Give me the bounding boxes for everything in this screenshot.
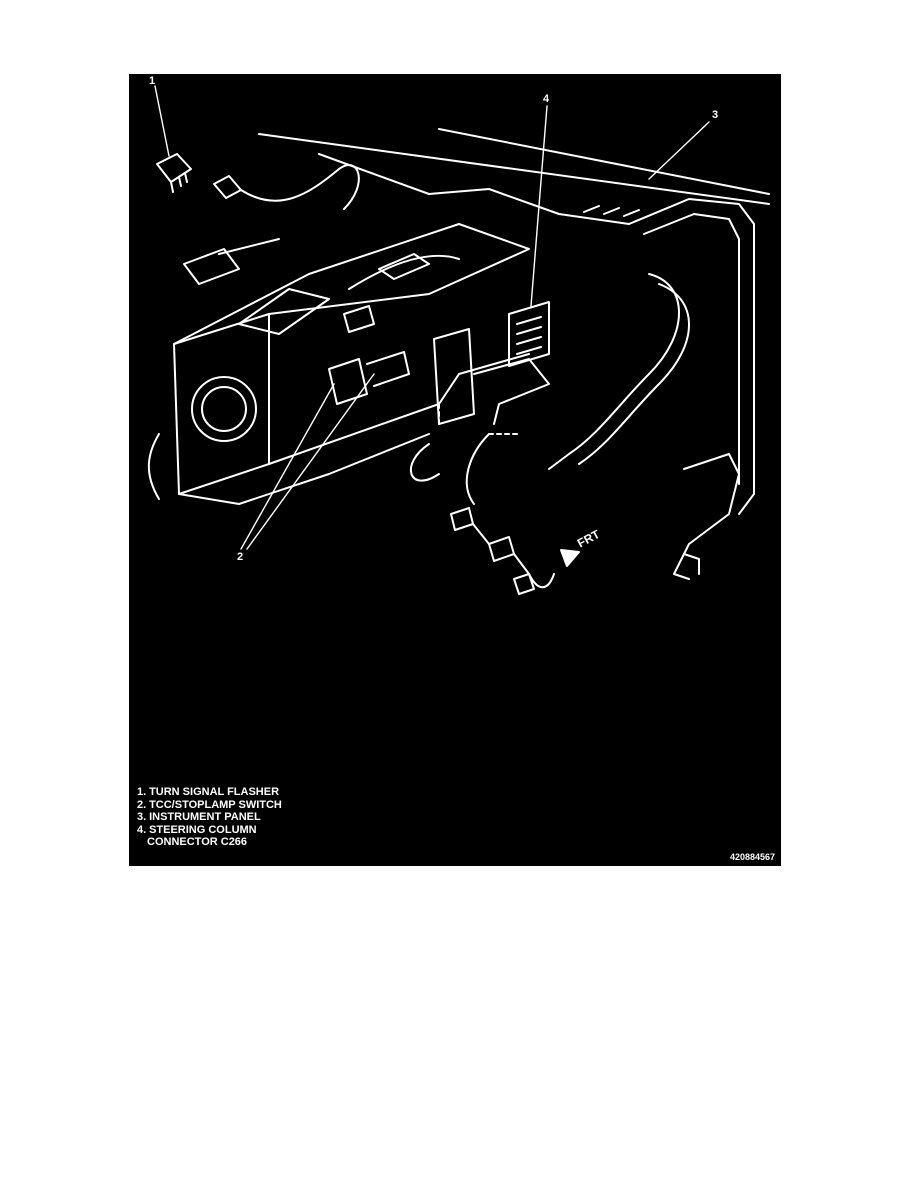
instrument-panel-right-end-inner (643, 213, 740, 485)
flasher-connector (213, 175, 242, 199)
instrument-panel-ridge (318, 153, 630, 225)
tcc-stoplamp-switch (328, 358, 368, 405)
instrument-panel-top-edge-2 (438, 128, 770, 195)
callout-1-label: 1 (149, 75, 156, 87)
lower-harness (465, 433, 490, 505)
callout-4-label: 4 (543, 93, 550, 105)
turn-signal-flasher-pins (170, 172, 188, 193)
legend-item-1: 1. TURN SIGNAL FLASHER (137, 786, 280, 798)
lower-harness-2 (410, 443, 440, 482)
steering-column-opening (238, 288, 330, 335)
callout-2-leader-b (246, 373, 375, 550)
dashed-ground-lead (438, 403, 520, 435)
steering-column-bore-inner (201, 386, 247, 432)
instrument-panel-right-bracket (673, 453, 740, 580)
steering-column-top (173, 223, 530, 345)
legend: 1. TURN SIGNAL FLASHER 2. TCC/STOPLAMP S… (137, 786, 282, 849)
flasher-harness (240, 164, 360, 210)
lower-pigtail (472, 523, 555, 589)
steering-column-lower (178, 433, 430, 505)
steering-column-bore (191, 376, 257, 442)
frt-arrow-icon (560, 549, 580, 567)
callout-3-label: 3 (712, 109, 719, 121)
figure-id: 420884567 (729, 852, 775, 862)
instrument-panel-line-art (147, 85, 770, 595)
instrument-panel-right-tab (683, 553, 700, 575)
tcc-switch-bracket (366, 351, 410, 387)
lower-pigtail-plug (513, 573, 535, 595)
callout-2-leader (240, 383, 335, 550)
steering-column-shaft-line (218, 238, 280, 255)
connector-pins-1 (516, 316, 542, 355)
callout-4-leader (530, 105, 548, 307)
left-lower-harness (147, 433, 160, 500)
lower-connector-1 (450, 507, 474, 531)
connector-mount-bracket (473, 358, 550, 425)
tcc-switch-connector (343, 305, 375, 333)
callout-2-label: 2 (237, 551, 244, 563)
instrument-panel-top-edge (258, 133, 770, 205)
diagram-figure: 1 2 3 4 FRT 1. TURN SIGNAL FLASHER 2. TC… (129, 74, 781, 866)
right-harness-2 (578, 283, 690, 465)
legend-item-4: 4. STEERING COLUMN CONNECTOR C266 (137, 823, 257, 849)
main-harness (348, 254, 460, 290)
steering-column-connector (508, 301, 550, 367)
main-harness-2 (378, 253, 430, 280)
lower-connector-2 (488, 536, 515, 562)
legend-item-3: 3. INSTRUMENT PANEL (137, 811, 261, 823)
instrument-panel-right-end (628, 198, 755, 515)
connector-mount (433, 328, 475, 425)
instrument-panel-slots (583, 205, 640, 217)
callout-1-leader (154, 85, 170, 157)
turn-signal-flasher (156, 153, 192, 183)
right-harness (548, 273, 680, 470)
steering-column-side (268, 353, 530, 465)
legend-item-2: 2. TCC/STOPLAMP SWITCH (137, 798, 282, 811)
callout-3-leader (648, 121, 710, 180)
steering-column-shaft (183, 248, 240, 285)
